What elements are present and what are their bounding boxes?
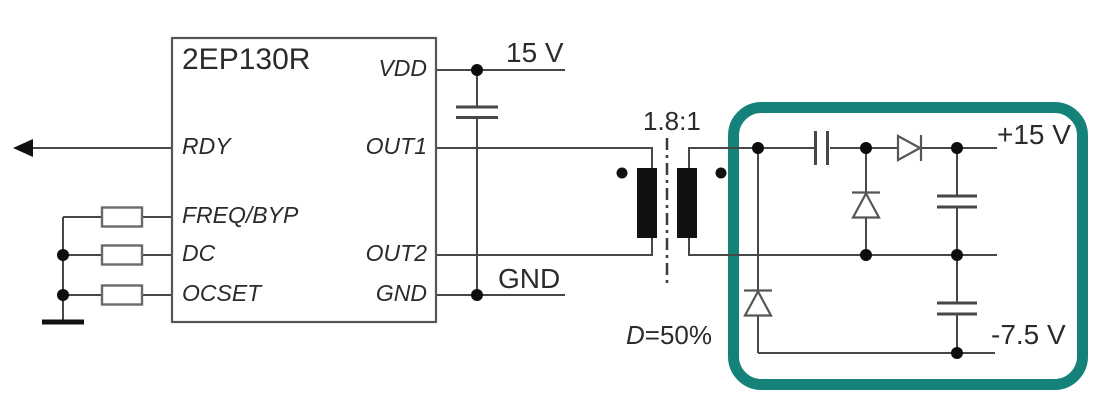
transformer xyxy=(616,138,727,283)
pin-label-rdy: RDY xyxy=(182,133,231,159)
junction-dot xyxy=(471,64,483,76)
duty-cycle-label: D=50% xyxy=(626,320,713,350)
junction-dot xyxy=(860,249,872,261)
transformer-secondary-winding xyxy=(677,168,697,238)
decoupling-capacitor xyxy=(456,105,498,119)
clamp-diode-mid xyxy=(851,191,881,219)
rdy-arrow-icon xyxy=(13,139,33,157)
filter-capacitor-top xyxy=(937,194,977,209)
junction-dot xyxy=(57,249,69,261)
junction-dot xyxy=(951,249,963,261)
pin-label-dc: DC xyxy=(182,240,216,266)
primary-polarity-dot xyxy=(616,167,628,179)
pin-label-out1: OUT1 xyxy=(365,133,427,159)
junction-dot xyxy=(860,142,872,154)
secondary-polarity-dot xyxy=(715,167,727,179)
resistor-freq-byp xyxy=(100,206,144,228)
series-diode xyxy=(896,134,923,162)
pin-label-freq-byp: FREQ/BYP xyxy=(182,202,299,228)
supply-voltage-label: 15 V xyxy=(506,37,564,68)
junction-dot xyxy=(471,289,483,301)
positive-output-label: +15 V xyxy=(997,119,1071,150)
ic-outline xyxy=(170,36,438,324)
pin-label-out2: OUT2 xyxy=(365,240,427,266)
duty-variable: D xyxy=(626,320,645,350)
junction-dot xyxy=(951,347,963,359)
junction-dot xyxy=(752,142,764,154)
resistor-dc xyxy=(100,244,144,266)
junction-dot xyxy=(57,289,69,301)
ground-rail-label: GND xyxy=(498,263,561,294)
pin-label-gnd: GND xyxy=(375,280,427,306)
turns-ratio-label: 1.8:1 xyxy=(643,106,701,136)
coupling-capacitor xyxy=(814,131,829,165)
out1-wire xyxy=(436,147,653,168)
ic-part-number: 2EP130R xyxy=(182,43,311,76)
clamp-diode-low xyxy=(743,289,773,317)
out2-wire xyxy=(436,238,653,256)
negative-output-label: -7.5 V xyxy=(991,319,1066,350)
pin-label-ocset: OCSET xyxy=(182,280,262,306)
filter-capacitor-bottom xyxy=(937,301,977,316)
wires xyxy=(31,69,997,354)
junction-dots xyxy=(57,64,963,359)
resistors xyxy=(100,206,144,306)
mid-rail xyxy=(688,238,997,256)
junction-dot xyxy=(951,142,963,154)
output-highlight-box xyxy=(728,102,1088,390)
duty-value: =50% xyxy=(644,320,713,350)
transformer-primary-winding xyxy=(637,168,657,238)
pin-label-vdd: VDD xyxy=(378,55,427,81)
resistor-ocset xyxy=(100,284,144,306)
